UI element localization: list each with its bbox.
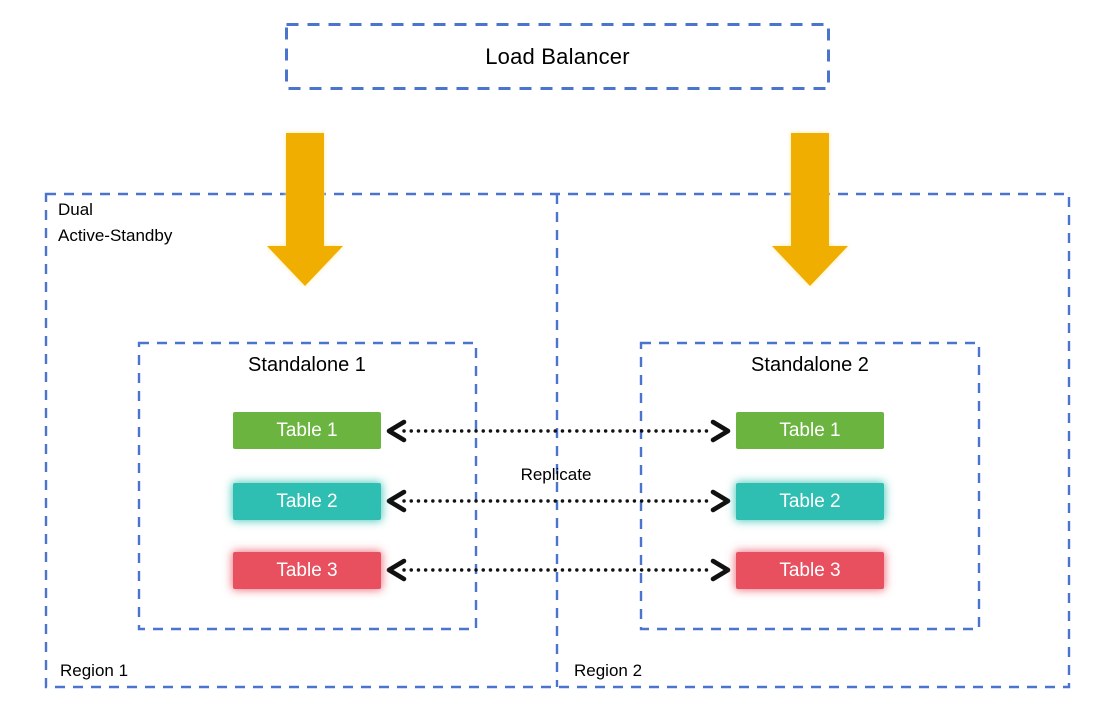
region-1-label: Region 1 bbox=[60, 661, 129, 680]
down-arrow-left bbox=[267, 133, 343, 286]
standalone-1-node: Standalone 1 Table 1 Table 2 Table 3 bbox=[138, 342, 476, 630]
standalone-1-title: Standalone 1 bbox=[248, 354, 366, 376]
standalone-2-node: Standalone 2 Table 1 Table 2 Table 3 bbox=[641, 342, 979, 630]
standalone-2-title: Standalone 2 bbox=[751, 354, 869, 376]
load-balancer-node: Load Balancer bbox=[285, 23, 830, 90]
standalone-2-table-2: Table 2 bbox=[736, 483, 884, 520]
region-2-label: Region 2 bbox=[574, 661, 643, 680]
dual-active-standby-annotation: Dual Active-Standby bbox=[58, 200, 173, 246]
replicate-label: Replicate bbox=[520, 465, 592, 484]
standalone-1-table-3: Table 3 bbox=[233, 552, 381, 589]
standalone-1-table-1: Table 1 bbox=[233, 412, 381, 449]
load-balancer-label: Load Balancer bbox=[485, 43, 630, 69]
standalone-1-table-2: Table 2 bbox=[233, 483, 381, 520]
standalone-2-table-3: Table 3 bbox=[736, 552, 884, 589]
standalone-2-table-1: Table 1 bbox=[736, 412, 884, 449]
down-arrow-right bbox=[772, 133, 848, 286]
